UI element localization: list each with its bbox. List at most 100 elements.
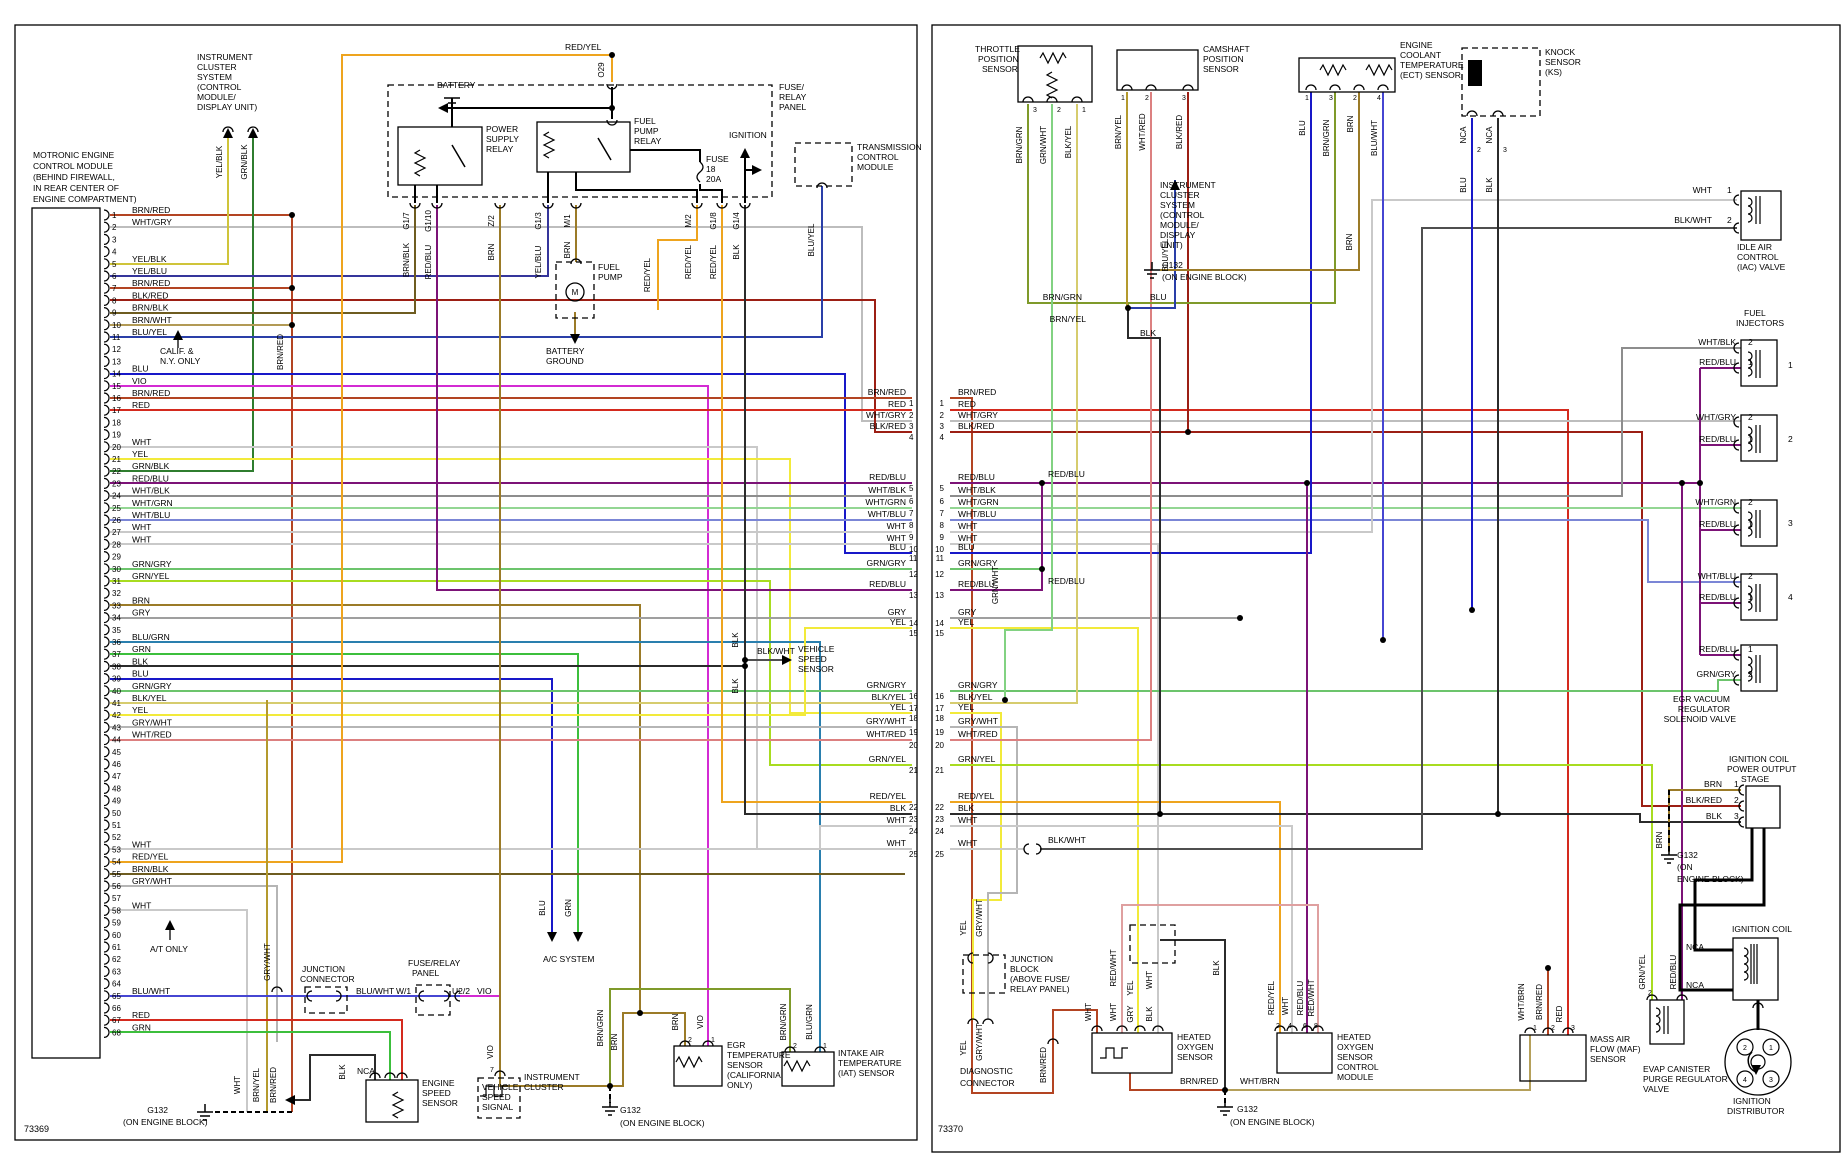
ecm-pin-bracket [103,429,110,441]
ecm-pin-bracket [103,624,110,636]
wire-color-label: NCA [1459,126,1468,144]
wire-color-label: BLU/GRN [805,1004,814,1040]
component-box [1740,190,1782,241]
ecm-pin-number: 40 [112,687,121,696]
component-box [794,142,853,187]
ecm-pin-bracket [103,270,110,282]
junction-dot [289,322,295,328]
ecm-pin-number: 2 [112,223,117,232]
component-label: 3 [1329,95,1333,102]
connector-icon [784,1046,796,1053]
ecm-pin-bracket [103,526,110,538]
component-label: 2 [1477,147,1481,154]
component-label: 4 [1788,592,1793,602]
component-label: 1 [1748,592,1753,602]
ecm-pin-bracket [103,490,110,502]
wire-color-label: YEL/BLU [534,245,543,278]
component-label: DISPLAY UNIT) [197,102,257,112]
ecm-pin-wire-label: GRN/GRY [132,559,172,569]
right-input-number: 5 [940,484,945,493]
ecm-pin-bracket [103,709,110,721]
component-label: FUEL [634,116,656,126]
component-box [1649,999,1685,1045]
component-label: FUSE/RELAY [408,958,461,968]
connector-icon [1733,342,1740,354]
component-label: (CONTROL [1160,210,1205,220]
solenoid-coil-icon [1747,510,1761,538]
wire-grn-yel [110,580,912,766]
ecm-pin-number: 63 [112,967,121,976]
wire-grn-yel [950,764,1653,1000]
ecm-pin-number: 27 [112,528,121,537]
left-output-number: 6 [909,497,914,506]
connector-icon [814,1046,826,1053]
wire-yel [950,627,1139,1033]
wire-color-label: GRN [564,899,573,917]
wire-wht-gry [110,226,912,422]
component-label: FLOW (MAF) [1590,1044,1641,1054]
wire-color-label: G1/7 [402,212,411,230]
wire-color-label: RED/WHT [1109,949,1118,986]
component-label: 2 [1727,215,1732,225]
ecm-pin-number: 34 [112,614,121,623]
connector-icon [606,119,618,126]
left-output-label: YEL [890,702,906,712]
resistor-icon [413,149,427,177]
component-label: CLUSTER [524,1082,564,1092]
ecm-pin-wire-label: WHT/RED [132,730,172,740]
right-input-number: 9 [940,533,945,542]
ecm-pin-wire-label: RED [132,1010,150,1020]
left-output-label: RED/BLU [869,579,906,589]
wire-color-label: BRN/GRN [1015,126,1024,163]
ecm-pin-bracket [103,246,110,258]
left-output-number: 9 [909,533,914,542]
ecm-pin-bracket [103,575,110,587]
right-input-number: 25 [935,850,944,859]
ecm-pin-number: 54 [112,858,121,867]
component-label: MASS AIR [1590,1034,1630,1044]
ecm-pin-wire-label: BRN [132,595,150,605]
left-output-number: 1 [909,399,914,408]
left-output-label: BLU [889,542,906,552]
component-label: BATTERY [546,346,585,356]
wire-color-label: RED/YEL [709,244,718,279]
component-label: PURGE REGULATOR [1643,1074,1728,1084]
junction-dot [742,657,748,663]
wire-color-label: G1/10 [424,210,433,232]
component-label: INJECTORS [1736,318,1784,328]
ecm-pin-wire-label: YEL/BLK [132,254,167,264]
component-label: MODULE [857,162,894,172]
right-input-label: BRN/RED [958,387,996,397]
wire-line [699,184,723,203]
wire-color-label: GRN/WHT [991,566,1000,604]
left-output-label: BLK/YEL [872,692,907,702]
connector-icon [1562,1027,1574,1034]
wire-color-label: BRN [1655,831,1664,848]
connector-icon [1353,84,1365,91]
distributor-terminal-number: 1 [1769,1045,1773,1052]
wire-red-yel [657,205,698,310]
ecm-pin-bracket [103,746,110,758]
ecm-pin-wire-label: BLU [132,364,149,374]
ground-icon [1217,1099,1233,1116]
wire-color-label: BRN/YEL [1114,114,1123,149]
junction-dot [609,52,615,58]
component-label: 18 [706,164,716,174]
ecm-pin-bracket [103,465,110,477]
left-output-number: 18 [909,714,918,723]
wire-yel [110,458,912,714]
right-input-label: WHT/GRN [958,497,999,507]
component-box [1740,499,1778,547]
component-box [1740,339,1778,387]
component-label: RED/BLU [1048,576,1085,586]
wire-color-label: BRN/BLK [402,242,411,277]
component-label: (ECT) SENSOR [1400,70,1461,80]
component-label: CONTROL [857,152,899,162]
component-label: POWER OUTPUT [1727,764,1796,774]
right-page-number: 73370 [938,1124,964,1134]
ecm-pin-wire-label: BLU/GRN [132,632,170,642]
component-label: FUEL [598,262,620,272]
junction-dot [607,1083,613,1089]
wire-color-label: M/2 [684,214,693,228]
